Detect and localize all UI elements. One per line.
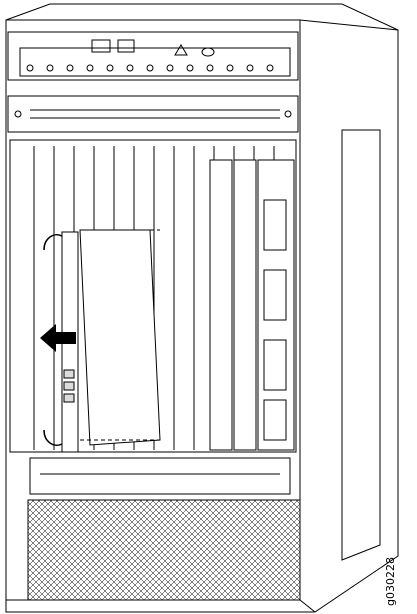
lower-fan-tray: [29, 457, 291, 495]
card-being-removed: [61, 229, 161, 453]
ejector-rotate-icon: [43, 234, 63, 251]
removal-arrow-icon: [40, 324, 76, 352]
upper-fan-tray: [7, 95, 299, 133]
ejector-rotate-icon: [43, 429, 63, 446]
craft-interface-panel: [7, 31, 299, 81]
figure-id-label: g030228: [384, 557, 397, 606]
air-intake-grille: [27, 499, 301, 601]
installed-line-cards: [209, 159, 295, 451]
craft-panel-leds: [26, 64, 274, 72]
